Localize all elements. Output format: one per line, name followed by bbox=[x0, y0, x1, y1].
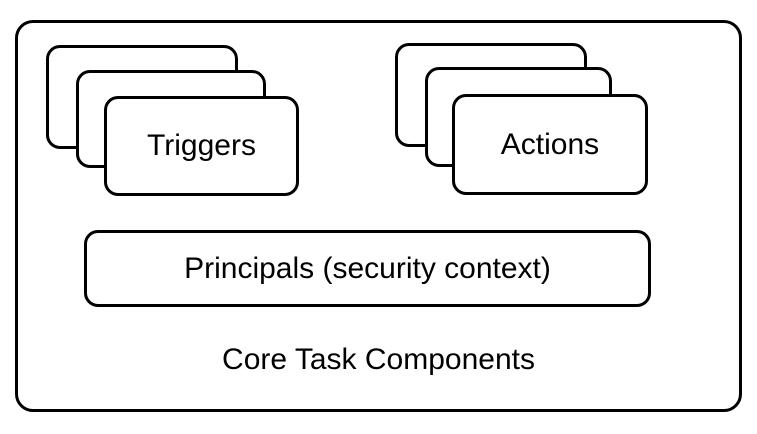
container-caption: Core Task Components bbox=[222, 343, 535, 376]
principals-label: Principals (security context) bbox=[184, 251, 551, 285]
actions-card-front bbox=[452, 94, 648, 195]
actions-label: Actions bbox=[500, 127, 600, 161]
triggers-card-front bbox=[104, 96, 299, 196]
triggers-label: Triggers bbox=[147, 129, 256, 162]
principals-box bbox=[84, 230, 651, 307]
